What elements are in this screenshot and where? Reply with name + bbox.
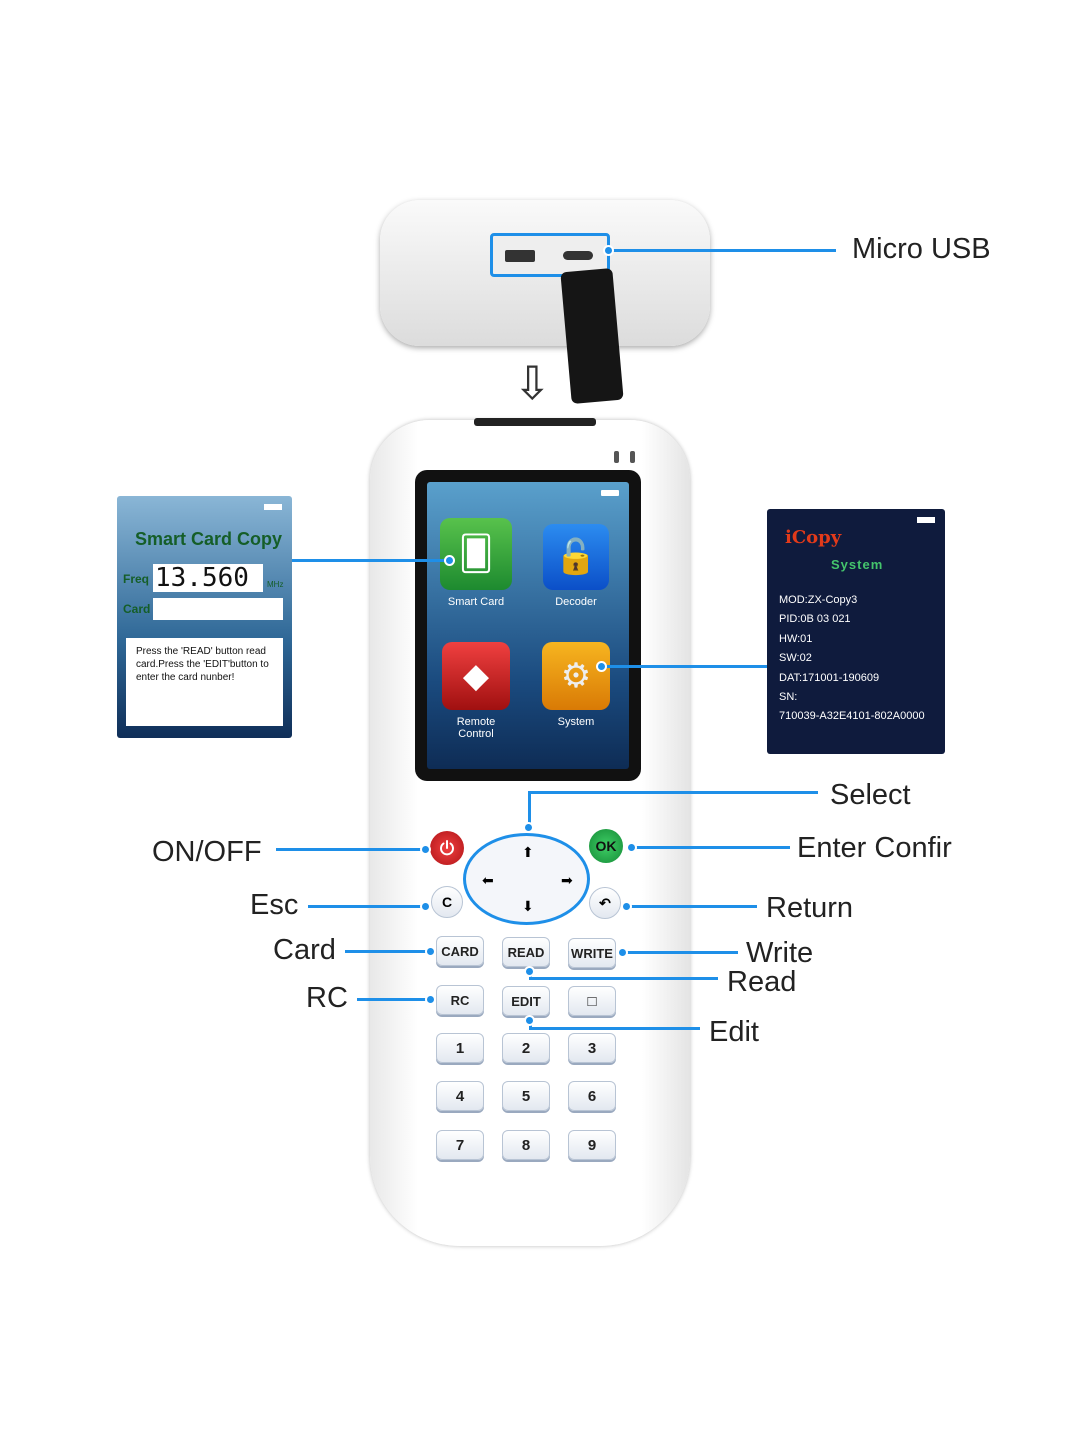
key-6[interactable]: 6 [568,1081,616,1111]
freq-label: Freq [123,572,150,586]
app-label: Smart Card [447,596,505,608]
app-smart-card[interactable]: 🂠 Smart Card [439,518,513,608]
unlock-icon: 🔓 [543,524,609,590]
info-line: SW:02 [779,652,812,665]
label-on-off: ON/OFF [152,836,262,868]
info-line: PID:0B 03 021 [779,613,851,626]
label-read: Read [727,966,797,998]
power-icon [440,840,454,856]
icopy-logo: iCopy [785,527,842,548]
key-9[interactable]: 9 [568,1130,616,1160]
info-line: HW:01 [779,632,813,645]
label-enter-confirm: Enter Confir [797,832,952,864]
device-screen: 🂠 Smart Card 🔓 Decoder ◆ Remote Control … [415,470,641,781]
label-micro-usb: Micro USB [852,233,991,265]
down-arrow-icon[interactable]: ⬇ [522,898,534,914]
right-arrow-icon[interactable]: ➡ [561,872,573,888]
key-1[interactable]: 1 [436,1033,484,1063]
info-line: MOD:ZX-Copy3 [779,594,858,606]
label-rc: RC [306,982,348,1014]
power-button[interactable] [430,831,464,865]
remote-icon: ◆ [442,642,510,710]
battery-icon [264,504,282,510]
mini-usb-port [505,250,535,262]
up-arrow-icon[interactable]: ⬆ [522,844,534,860]
app-decoder[interactable]: 🔓 Decoder [539,524,613,608]
usb-module [380,200,710,346]
key-7[interactable]: 7 [436,1130,484,1160]
freq-value: 13.560 [153,564,263,592]
screen-title: Smart Card Copy [135,529,283,549]
clear-key[interactable]: □ [568,986,616,1016]
key-4[interactable]: 4 [436,1081,484,1111]
label-card: Card [273,934,336,966]
read-key[interactable]: READ [502,937,550,967]
ok-label: OK [595,838,617,854]
card-field [153,598,283,620]
return-button[interactable]: ↶ [589,887,621,919]
app-label: Remote Control [456,716,496,740]
key-5[interactable]: 5 [502,1081,550,1111]
app-remote-control[interactable]: ◆ Remote Control [439,642,513,740]
led-2 [630,451,635,463]
system-info-list: MOD:ZX-Copy3 PID:0B 03 021 HW:01 SW:02 D… [779,591,925,727]
label-select: Select [830,779,911,811]
battery-icon [917,517,935,523]
info-line: SN: [779,691,798,704]
label-write: Write [746,937,814,969]
led-1 [614,451,619,463]
info-line: 710039-A32E4101-802A0000 [779,710,925,723]
return-icon: ↶ [599,894,611,911]
c-button[interactable]: C [431,886,463,918]
write-key[interactable]: WRITE [568,938,616,968]
rc-key[interactable]: RC [436,985,484,1015]
app-label: System [557,716,595,728]
label-esc: Esc [250,889,299,921]
key-3[interactable]: 3 [568,1033,616,1063]
battery-icon [601,490,619,496]
app-system[interactable]: ⚙ System [539,642,613,728]
label-edit: Edit [709,1016,759,1048]
left-arrow-icon[interactable]: ⬅ [482,872,494,888]
screen-title: System [831,557,884,572]
card-label: Card [123,602,151,616]
gears-icon: ⚙ [542,642,610,710]
dpad[interactable]: ⬆ ⬇ ⬅ ➡ [463,833,590,925]
down-arrow-icon: ⇩ [513,357,552,409]
info-line: DAT:171001-190609 [779,671,880,684]
c-label: C [441,894,453,910]
label-return: Return [766,892,854,924]
key-2[interactable]: 2 [502,1033,550,1063]
key-8[interactable]: 8 [502,1130,550,1160]
usb-port-frame [490,233,610,277]
instruction-text: Press the 'READ' button read card.Press … [126,638,283,726]
edit-key[interactable]: EDIT [502,986,550,1016]
app-label: Decoder [555,596,597,608]
smart-card-copy-screen: Smart Card Copy Freq 13.560 MHz Card Pre… [117,496,292,738]
freq-unit: MHz [267,580,284,589]
card-key[interactable]: CARD [436,936,484,966]
micro-usb-port [563,251,593,260]
card-slot [474,418,596,426]
ok-button[interactable]: OK [589,829,623,863]
system-info-screen: iCopy System MOD:ZX-Copy3 PID:0B 03 021 … [767,509,945,754]
card-hand-icon: 🂠 [440,518,512,590]
